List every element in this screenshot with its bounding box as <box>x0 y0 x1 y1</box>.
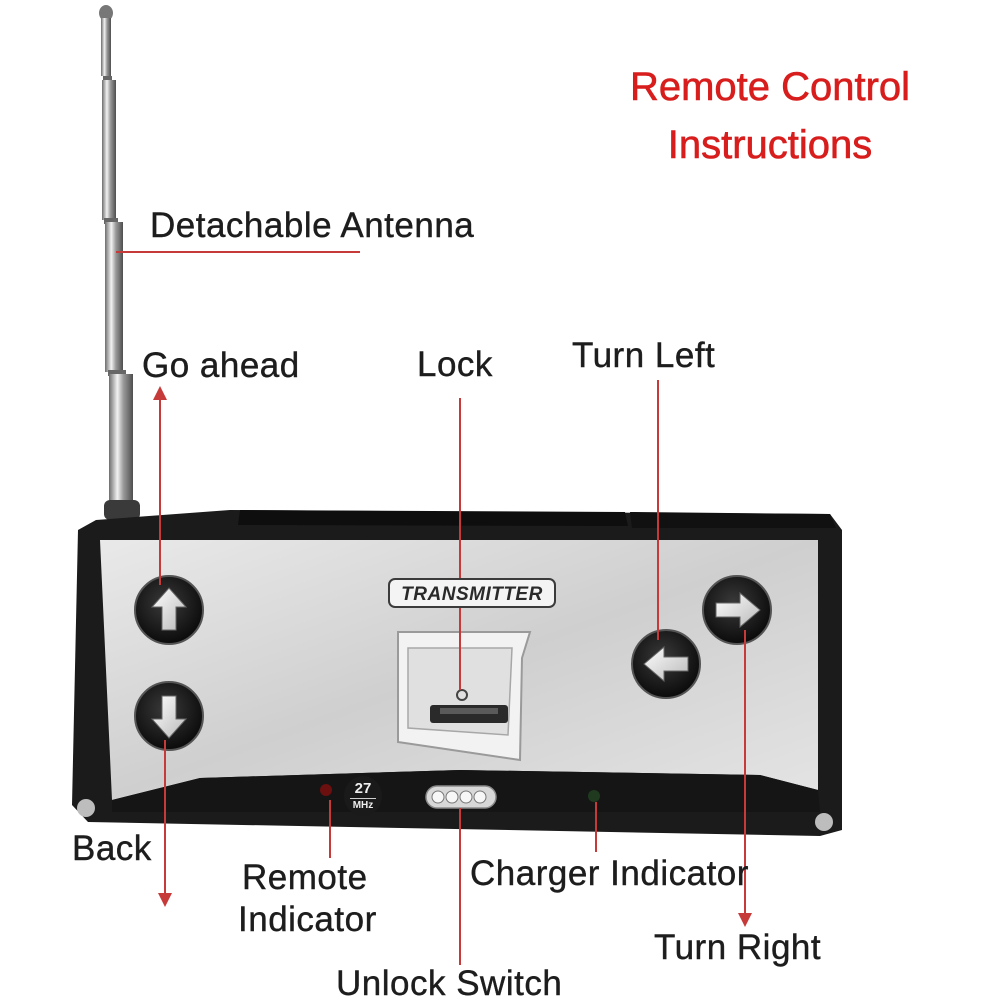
arrow-down-icon <box>150 695 188 739</box>
label-go-ahead: Go ahead <box>142 346 300 385</box>
label-remote-indicator-line1: Remote <box>242 858 368 897</box>
label-turn-right: Turn Right <box>654 928 822 967</box>
arrow-up-icon <box>150 587 188 631</box>
arrow-right-icon <box>715 591 761 629</box>
turn-left-button[interactable] <box>631 629 701 699</box>
remote-indicator-light <box>320 784 332 796</box>
leader-lines <box>116 251 746 965</box>
arrow-left-icon <box>643 645 689 683</box>
label-charger-indicator: Charger Indicator <box>470 854 749 893</box>
charger-indicator-light <box>588 790 600 802</box>
frequency-unit: MHz <box>352 800 374 811</box>
antenna <box>99 5 140 520</box>
frequency-value: 27 <box>350 779 376 799</box>
back-button[interactable] <box>134 681 204 751</box>
title-line-2: Instructions <box>667 123 873 168</box>
go-ahead-button[interactable] <box>134 575 204 645</box>
label-remote-indicator-line2: Indicator <box>238 900 377 939</box>
title-line-1: Remote Control <box>629 65 911 110</box>
label-detachable-antenna: Detachable Antenna <box>150 206 475 245</box>
turn-right-button[interactable] <box>702 575 772 645</box>
label-unlock-switch: Unlock Switch <box>336 964 563 1003</box>
label-back: Back <box>72 829 152 868</box>
unlock-switch[interactable] <box>425 785 497 809</box>
arrowheads <box>153 386 752 927</box>
frequency-badge: 27 MHz <box>344 776 382 816</box>
diagram-title: Remote Control Instructions <box>560 58 980 174</box>
lock-switch[interactable] <box>397 631 532 762</box>
transmitter-brand-label: TRANSMITTER <box>388 578 556 608</box>
label-turn-left: Turn Left <box>572 336 716 375</box>
label-lock: Lock <box>417 345 493 384</box>
